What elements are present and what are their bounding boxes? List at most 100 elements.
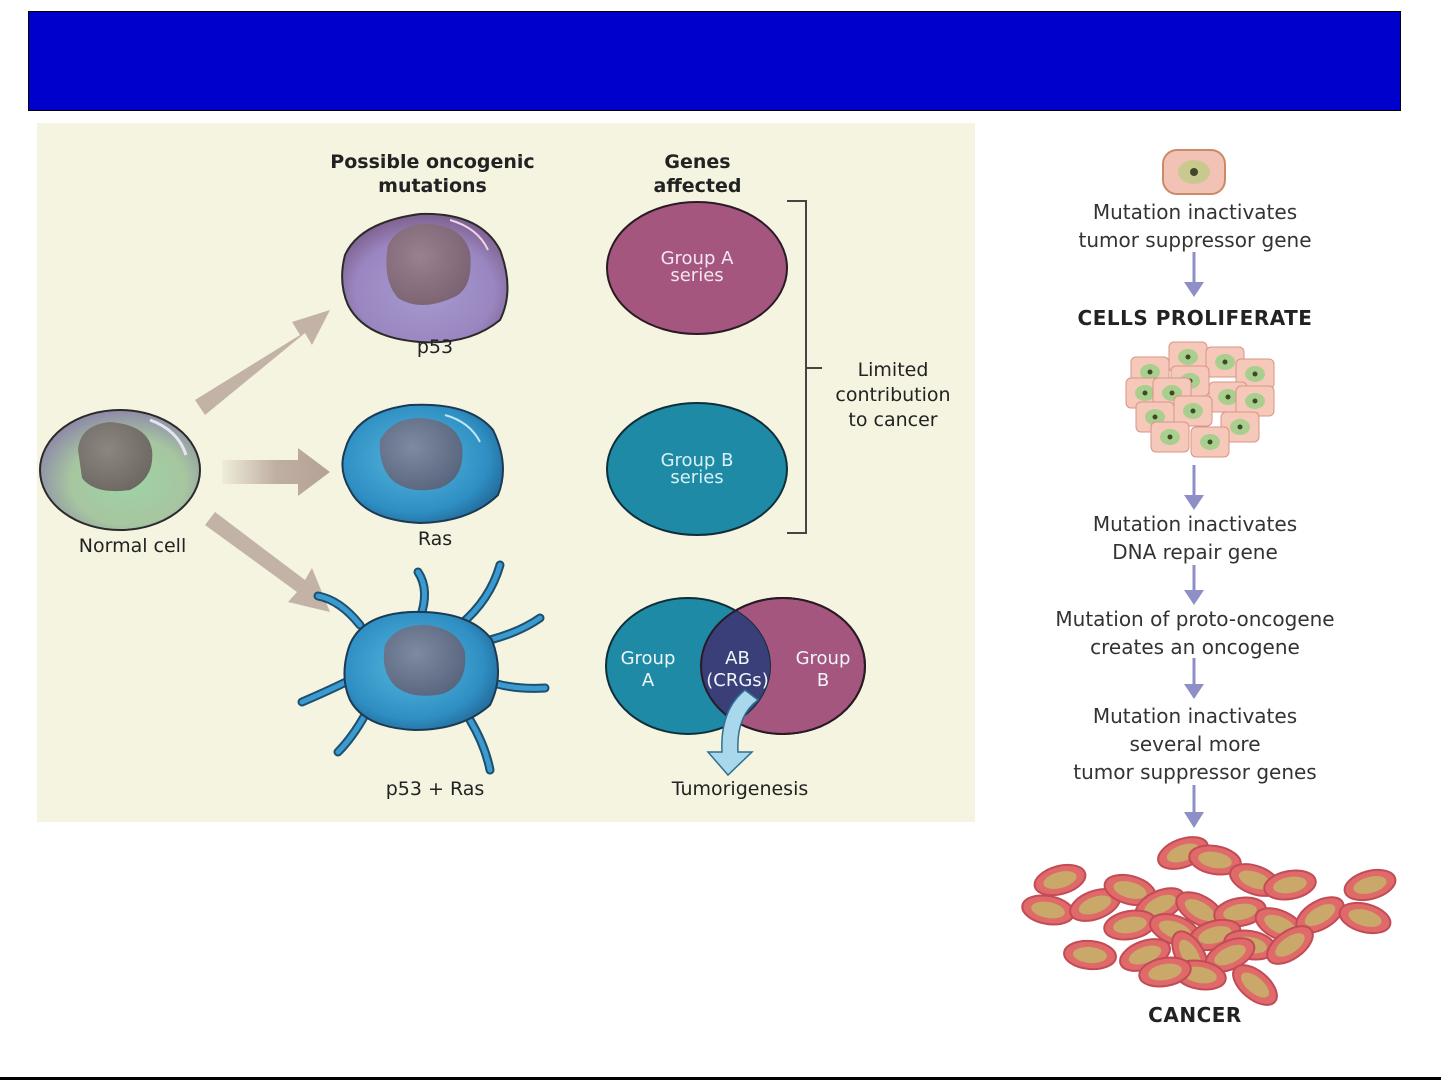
flow-step5-line2: several more — [1129, 732, 1261, 756]
flow-step-proto-oncogene: Mutation of proto-oncogene creates an on… — [990, 605, 1400, 661]
cancer-cell-nucleus — [1043, 871, 1077, 889]
cancer-cell-nucleus — [1148, 963, 1182, 981]
cancer-cell-nucleus — [1304, 904, 1336, 926]
cancer-cell-nucleus — [1240, 972, 1270, 998]
cancer-cell-nucleus — [1144, 894, 1176, 916]
venn-group-a-label: Group A — [608, 648, 688, 692]
tumorigenesis-arrow-icon — [706, 689, 760, 777]
flow-arrow-4 — [1184, 658, 1204, 699]
cell-nucleolus — [1152, 414, 1158, 420]
genes-header-line1: Genes — [664, 151, 731, 173]
cancer-cell-nucleus — [1198, 851, 1232, 869]
limited-line3: to cancer — [848, 409, 938, 431]
cancer-cell-nucleus — [1275, 933, 1305, 957]
genes-header: Genes affected — [630, 150, 765, 198]
p53-ras-label: p53 + Ras — [385, 778, 485, 800]
cancer-cell-nucleus — [1273, 876, 1307, 894]
p53-label: p53 — [416, 336, 454, 358]
mutations-header-line2: mutations — [378, 175, 487, 197]
normal-cell-icon — [39, 409, 201, 531]
pathway-arrow-right — [222, 448, 330, 496]
group-b-series-label: Group B series — [627, 450, 767, 488]
venn-b-line1: Group — [795, 648, 851, 669]
p53-cell-icon — [341, 212, 509, 344]
cell-nucleolus — [1222, 359, 1228, 365]
cells-proliferate-label: CELLS PROLIFERATE — [1077, 306, 1313, 330]
cell-nucleolus — [1142, 390, 1148, 396]
pathway-arrow-up — [195, 310, 330, 415]
flow-step5-line3: tumor suppressor genes — [1073, 760, 1317, 784]
flow-arrow-1 — [1184, 252, 1204, 297]
cancer-cell-nucleus — [1198, 926, 1232, 944]
cancer-cell-nucleus — [1223, 903, 1257, 921]
flow-step1-line1: Mutation inactivates — [1092, 200, 1298, 224]
cell-nucleolus — [1190, 408, 1196, 414]
cancer-cell-nucleus — [1238, 870, 1272, 890]
cancer-cell-nucleus — [1113, 881, 1147, 899]
flow-step3-line2: DNA repair gene — [1112, 540, 1278, 564]
cancer-cell-nucleus — [1214, 944, 1246, 966]
limited-line2: contribution — [835, 384, 951, 406]
bracket — [787, 200, 822, 534]
flow-arrow-5 — [1184, 785, 1204, 828]
cancer-cell-nucleus — [1348, 909, 1382, 927]
cancer-cell-nucleus — [1183, 966, 1217, 984]
cancer-cell-nucleus — [1078, 895, 1112, 915]
cancer-cell-nucleus — [1184, 899, 1216, 921]
cell-nucleolus — [1237, 424, 1243, 430]
flow-arrow-3 — [1184, 565, 1204, 605]
mutations-header: Possible oncogenic mutations — [310, 150, 555, 198]
slide-bottom-rule — [0, 1077, 1441, 1080]
cancer-cell-nucleus — [1073, 946, 1107, 964]
cancer-cell-nucleus — [1353, 876, 1387, 894]
group-b-line2: series — [670, 467, 724, 488]
limited-contribution-label: Limited contribution to cancer — [818, 358, 968, 433]
group-b-circle — [606, 402, 788, 536]
venn-ab-line2: (CRGs) — [706, 670, 769, 691]
limited-line1: Limited — [857, 359, 929, 381]
cell-nucleolus — [1252, 398, 1258, 404]
group-a-series-label: Group A series — [627, 248, 767, 286]
flow-step5-line1: Mutation inactivates — [1092, 704, 1298, 728]
cancer-cell-nucleus — [1113, 916, 1147, 934]
venn-a-line2: A — [641, 670, 655, 691]
flow-step-tumor-suppressor: Mutation inactivates tumor suppressor ge… — [1000, 198, 1390, 254]
proliferating-cells-icon — [1125, 341, 1275, 458]
cell-nucleolus — [1207, 439, 1213, 445]
cell-nucleolus — [1225, 394, 1231, 400]
flow-step3-line1: Mutation inactivates — [1092, 512, 1298, 536]
flow-arrows — [1184, 252, 1204, 828]
mutations-header-line1: Possible oncogenic — [330, 151, 535, 173]
pathway-arrow-down — [205, 512, 330, 612]
tumorigenesis-label: Tumorigenesis — [671, 778, 809, 800]
venn-b-line2: B — [816, 670, 830, 691]
group-b-line1: Group B — [660, 450, 734, 471]
ras-cell-icon — [341, 403, 504, 525]
group-a-line1: Group A — [660, 248, 734, 269]
cell-nucleolus — [1167, 434, 1173, 440]
cell-nucleolus — [1147, 369, 1153, 375]
cancer-cells-icon — [1021, 836, 1397, 1006]
cancer-cell-nucleus — [1031, 901, 1065, 919]
flow-step-more-suppressors: Mutation inactivates several more tumor … — [1000, 702, 1390, 786]
venn-group-b-label: Group B — [783, 648, 863, 692]
flow-step1-line2: tumor suppressor gene — [1078, 228, 1312, 252]
venn-a-line1: Group — [620, 648, 676, 669]
slide-title-bar — [28, 11, 1401, 111]
flow-arrow-2 — [1184, 465, 1204, 510]
cancer-label: CANCER — [1148, 1003, 1242, 1027]
flow-step4-line2: creates an oncogene — [1090, 635, 1300, 659]
group-a-line2: series — [670, 265, 724, 286]
genes-header-line2: affected — [653, 175, 742, 197]
cell-nucleolus — [1185, 354, 1191, 360]
single-cell-icon — [1162, 149, 1226, 195]
cell-nucleolus — [1169, 390, 1175, 396]
cancer-cell-nucleus — [1128, 945, 1162, 965]
normal-cell-label: Normal cell — [78, 535, 187, 557]
flow-step-dna-repair: Mutation inactivates DNA repair gene — [1000, 510, 1390, 566]
venn-ab-line1: AB — [725, 648, 750, 669]
ras-label: Ras — [417, 528, 453, 550]
cell-nucleolus — [1252, 371, 1258, 377]
group-a-circle — [606, 201, 788, 335]
